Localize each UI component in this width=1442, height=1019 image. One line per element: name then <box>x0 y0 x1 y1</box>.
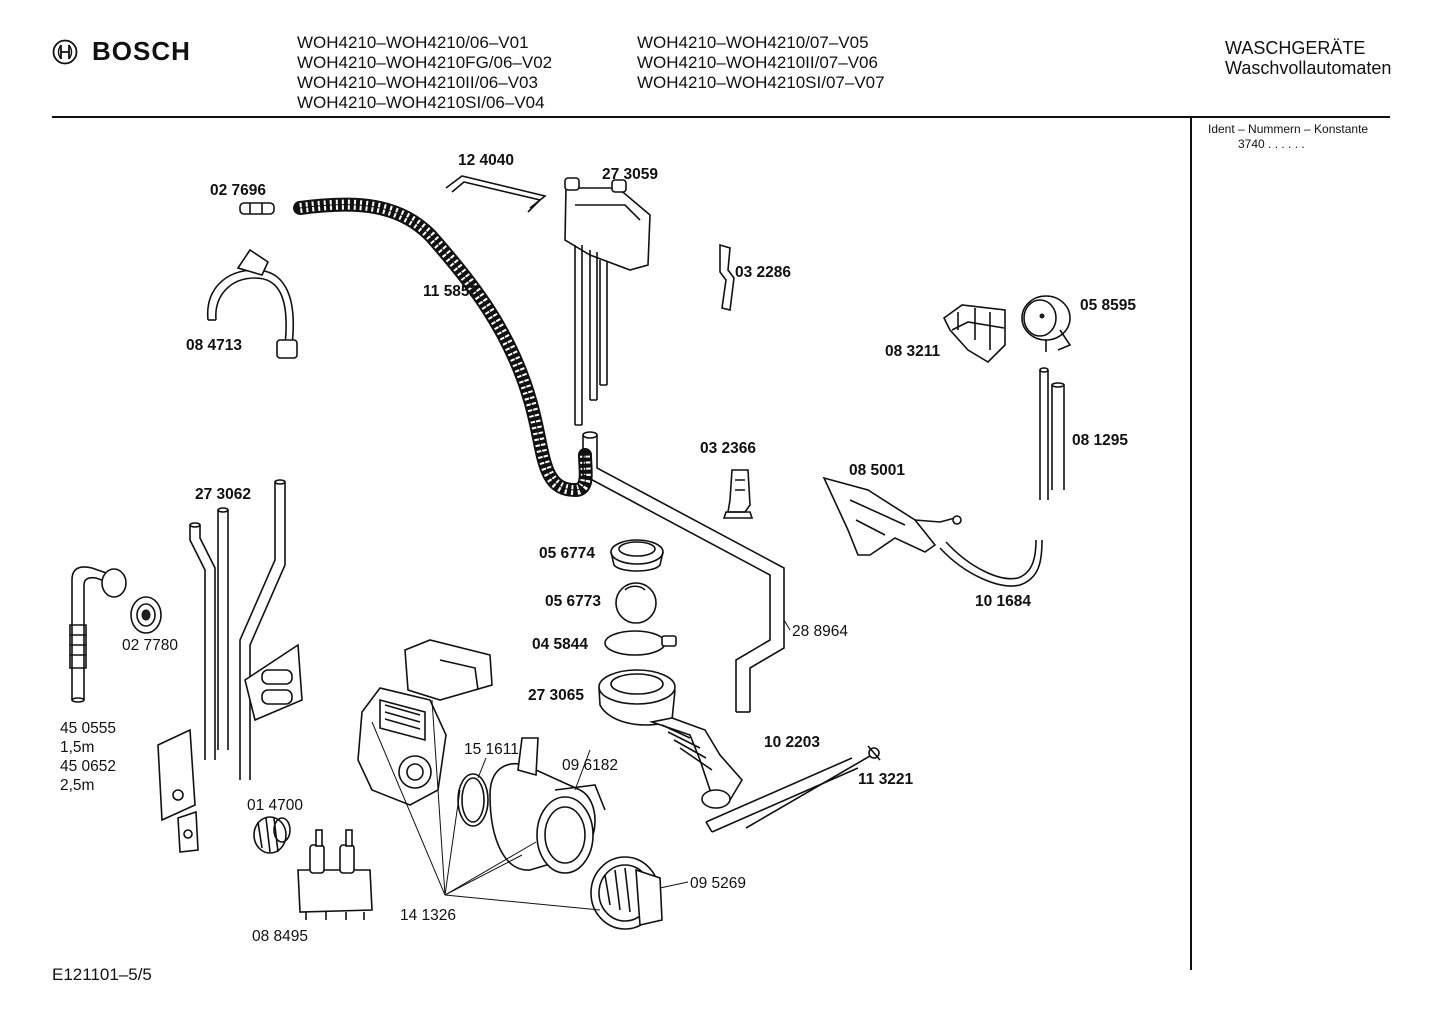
ident-value: 3740 . . . . . . <box>1238 137 1305 151</box>
label-115852: 11 5852 <box>423 283 478 300</box>
leader-lines <box>477 619 791 889</box>
label-273065: 27 3065 <box>528 687 584 704</box>
part-083211[interactable] <box>942 304 1006 364</box>
part-085001[interactable] <box>822 476 962 556</box>
part-288964[interactable] <box>582 431 785 713</box>
label-058595: 05 8595 <box>1080 297 1136 314</box>
label-088495: 08 8495 <box>252 928 308 945</box>
part-056773[interactable] <box>615 582 657 624</box>
label-273062: 27 3062 <box>195 486 251 503</box>
part-027696[interactable] <box>239 202 275 215</box>
part-027780[interactable] <box>130 596 162 634</box>
category-title: WASCHGERÄTE <box>1225 38 1366 58</box>
part-081295[interactable] <box>1039 367 1065 500</box>
label-056774: 05 6774 <box>539 545 595 562</box>
label-096182: 09 6182 <box>562 757 618 774</box>
part-pump-cover[interactable] <box>404 639 493 701</box>
label-113221: 11 3221 <box>858 771 914 788</box>
part-032286[interactable] <box>719 243 735 311</box>
leader-lines-141326 <box>371 699 601 911</box>
label-length-1: 1,5m <box>60 739 94 756</box>
label-032286: 03 2286 <box>735 264 791 281</box>
part-056774[interactable] <box>610 539 664 572</box>
model-line: WOH4210–WOH4210II/07–V06 <box>637 53 878 72</box>
part-273059[interactable] <box>564 177 651 426</box>
part-014700[interactable] <box>253 816 291 854</box>
part-115852[interactable] <box>293 197 593 498</box>
label-124040: 12 4040 <box>458 152 514 169</box>
label-273059: 27 3059 <box>602 166 658 183</box>
model-line: WOH4210–WOH4210/07–V05 <box>637 33 869 52</box>
model-list-right: WOH4210–WOH4210/07–V05 WOH4210–WOH4210II… <box>637 33 885 93</box>
label-032366: 03 2366 <box>700 440 756 457</box>
label-056773: 05 6773 <box>545 593 601 610</box>
model-line: WOH4210–WOH4210FG/06–V02 <box>297 53 553 72</box>
part-096182[interactable] <box>489 737 606 874</box>
drawing-code: E121101–5/5 <box>52 965 152 984</box>
label-101684: 10 1684 <box>975 593 1031 610</box>
brand: BOSCH <box>52 36 191 67</box>
header-rule <box>52 116 1390 118</box>
label-288964: 28 8964 <box>792 623 848 640</box>
label-151611: 15 1611 <box>464 741 519 758</box>
part-058595[interactable] <box>1021 295 1072 352</box>
label-027696: 02 7696 <box>210 182 266 199</box>
label-014700: 01 4700 <box>247 797 303 814</box>
part-273062[interactable] <box>189 479 286 780</box>
ident-block: Ident – Nummern – Konstante 3740 . . . .… <box>1208 122 1368 152</box>
model-line: WOH4210–WOH4210II/06–V03 <box>297 73 538 92</box>
part-095269[interactable] <box>590 856 663 930</box>
ident-title: Ident – Nummern – Konstante <box>1208 122 1369 136</box>
sidebar-rule <box>1190 118 1192 970</box>
label-045844: 04 5844 <box>532 636 588 653</box>
part-032366[interactable] <box>722 469 754 519</box>
category-subtitle: Waschvollautomaten <box>1225 58 1392 78</box>
part-450555[interactable] <box>69 566 127 703</box>
part-045844[interactable] <box>604 630 677 656</box>
label-084713: 08 4713 <box>186 337 242 354</box>
part-273065[interactable] <box>598 669 743 809</box>
label-450555: 45 0555 <box>60 720 116 737</box>
model-line: WOH4210–WOH4210SI/07–V07 <box>637 73 885 92</box>
part-101684[interactable] <box>939 539 1043 587</box>
part-side-bracket[interactable] <box>244 643 303 722</box>
part-151611[interactable] <box>457 773 489 827</box>
label-027780: 02 7780 <box>122 637 178 654</box>
label-length-2: 2,5m <box>60 777 94 794</box>
label-085001: 08 5001 <box>849 462 905 479</box>
label-083211: 08 3211 <box>885 343 941 360</box>
category-block: WASCHGERÄTE Waschvollautomaten <box>1225 38 1391 78</box>
part-113221[interactable] <box>745 745 881 829</box>
label-141326: 14 1326 <box>400 907 456 924</box>
part-102203[interactable] <box>705 757 859 833</box>
part-088495[interactable] <box>297 829 373 920</box>
part-124040[interactable] <box>445 175 547 213</box>
brand-name: BOSCH <box>92 36 191 66</box>
label-450652: 45 0652 <box>60 758 116 775</box>
label-102203: 10 2203 <box>764 734 820 751</box>
label-081295: 08 1295 <box>1072 432 1128 449</box>
model-list-left: WOH4210–WOH4210/06–V01 WOH4210–WOH4210FG… <box>297 33 552 113</box>
model-line: WOH4210–WOH4210SI/06–V04 <box>297 93 545 112</box>
label-095269: 09 5269 <box>690 875 746 892</box>
part-mounting-plate[interactable] <box>157 728 199 853</box>
model-line: WOH4210–WOH4210/06–V01 <box>297 33 529 52</box>
bosch-logo-icon <box>52 39 78 64</box>
part-084713[interactable] <box>206 248 298 359</box>
